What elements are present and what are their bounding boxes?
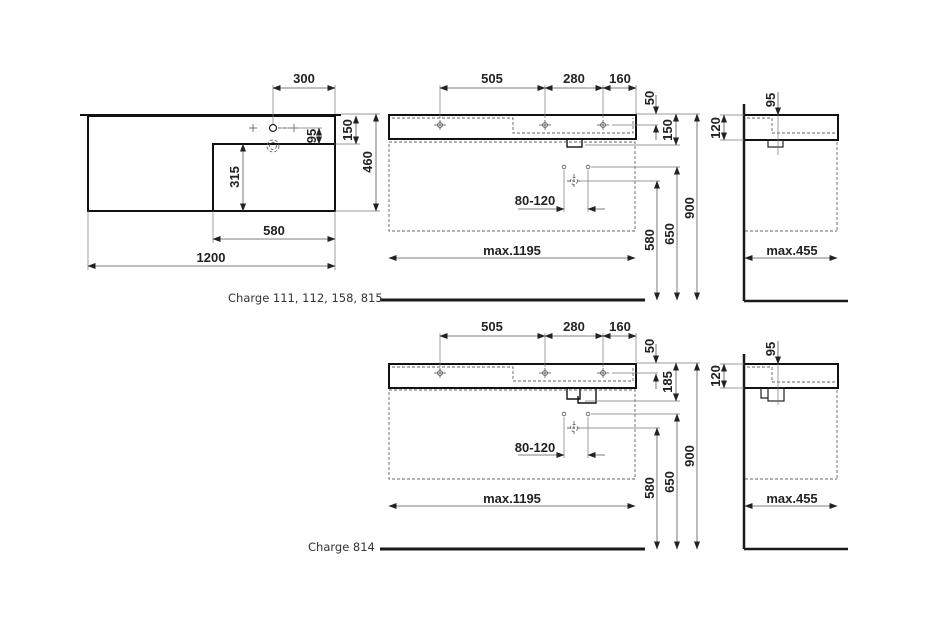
dim-160: 160 (609, 71, 631, 86)
dim-120-2: 120 (708, 365, 723, 387)
front-view-1: 505 280 160 50 150 80-120 max.1195 580 6… (228, 71, 700, 305)
dim-185: 185 (660, 371, 675, 393)
bowl-outline (212, 143, 335, 211)
dim-150-front: 150 (660, 119, 675, 141)
dim-900: 900 (682, 197, 697, 219)
dim-300: 300 (293, 71, 315, 86)
dim-460: 460 (360, 151, 375, 173)
dim-580-front: 580 (642, 229, 657, 251)
dim-505: 505 (481, 71, 503, 86)
dim-160-2: 160 (609, 319, 631, 334)
dim-315: 315 (227, 166, 242, 188)
plan-outline (87, 115, 336, 212)
side-view-1: 95 120 max.455 (708, 92, 848, 303)
dim-95: 95 (304, 129, 319, 143)
dim-max-1195-2: max.1195 (483, 491, 541, 506)
dim-900-2: 900 (682, 445, 697, 467)
front-view-2: 505 280 160 50 185 80-120 max.1195 580 6… (308, 319, 700, 554)
dim-80-120: 80-120 (515, 193, 555, 208)
dim-95-side: 95 (763, 93, 778, 107)
basin-front-outline-2 (388, 363, 637, 389)
dim-580-front-2: 580 (642, 477, 657, 499)
dim-max-455: max.455 (766, 243, 817, 258)
dim-150: 150 (340, 119, 355, 141)
dim-650-2: 650 (662, 471, 677, 493)
plan-view: 300 95 150 460 315 580 1200 (80, 71, 380, 270)
dim-505-2: 505 (481, 319, 503, 334)
dim-95-side-2: 95 (763, 342, 778, 356)
dim-280-2: 280 (563, 319, 585, 334)
dim-650: 650 (662, 223, 677, 245)
dim-max-1195: max.1195 (483, 243, 541, 258)
dim-120: 120 (708, 117, 723, 139)
dim-280: 280 (563, 71, 585, 86)
basin-front-outline (388, 114, 637, 140)
drain-icon (266, 139, 280, 153)
side-view-2: 95 120 max.455 (708, 341, 848, 551)
dim-580: 580 (263, 223, 285, 238)
dim-50-2: 50 (642, 339, 657, 353)
dim-50: 50 (642, 91, 657, 105)
dim-max-455-2: max.455 (766, 491, 817, 506)
caption-charge-2: Charge 814 (308, 540, 375, 554)
tap-hole-icon (268, 123, 278, 133)
cabinet-outline (388, 141, 636, 232)
caption-charge-1: Charge 111, 112, 158, 815 (228, 291, 383, 305)
dim-80-120-2: 80-120 (515, 440, 555, 455)
cabinet-outline-2 (388, 389, 636, 480)
dim-1200: 1200 (197, 250, 226, 265)
